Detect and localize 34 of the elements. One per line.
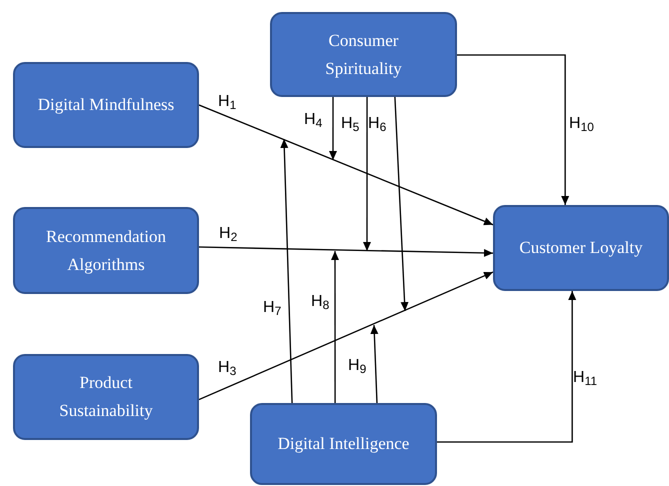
arrow bbox=[198, 271, 494, 400]
process-box bbox=[13, 354, 199, 440]
process-box bbox=[13, 62, 199, 148]
box-label: Recommendation Algorithms bbox=[45, 226, 167, 276]
edge-label: H$_{5}$ bbox=[341, 114, 360, 134]
process-box bbox=[250, 403, 437, 485]
edge-label: H$_{2}$ bbox=[219, 224, 238, 244]
arrow bbox=[329, 97, 337, 160]
arrow bbox=[198, 104, 494, 226]
arrow bbox=[370, 324, 378, 404]
edge-label: H$_{9}$ bbox=[348, 356, 366, 376]
edge-label: H$_{6}$ bbox=[368, 114, 386, 134]
box-label: Consumer Spirituality bbox=[324, 30, 403, 80]
box-label: Digital Mindfulness bbox=[38, 94, 174, 116]
arrow bbox=[437, 291, 576, 443]
arrow bbox=[198, 246, 494, 257]
arrow bbox=[363, 97, 371, 251]
box-label: Product Sustainability bbox=[58, 372, 154, 422]
arrow bbox=[280, 138, 293, 404]
edge-label: H$_{7}$ bbox=[263, 298, 282, 318]
edge-label: H$_{8}$ bbox=[311, 292, 330, 312]
edge-label: H$_{3}$ bbox=[218, 358, 236, 378]
box-label: Digital Intelligence bbox=[278, 433, 410, 455]
process-box bbox=[493, 205, 669, 291]
edge-label: H$_{1}$ bbox=[218, 92, 236, 112]
edge-label: H$_{4}$ bbox=[304, 110, 322, 130]
process-box bbox=[270, 12, 457, 97]
box-label: Customer Loyalty bbox=[519, 237, 643, 259]
arrow bbox=[331, 251, 339, 403]
edge-label: H$_{10}$ bbox=[569, 114, 594, 134]
process-box bbox=[13, 207, 199, 294]
arrow bbox=[457, 54, 570, 205]
arrow bbox=[394, 96, 409, 312]
edge-label: H$_{11}$ bbox=[573, 368, 598, 388]
